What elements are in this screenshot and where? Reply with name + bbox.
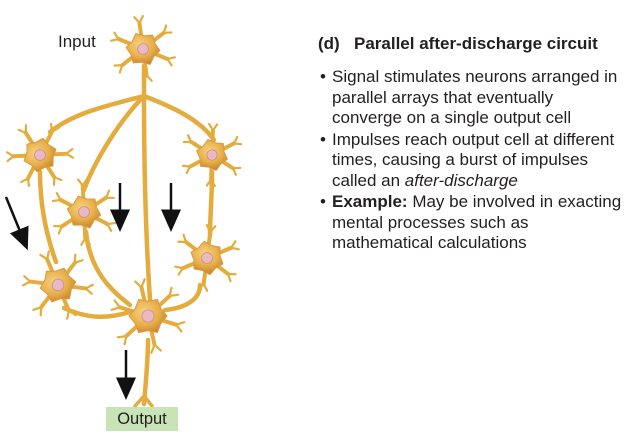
output-label: Output [106, 407, 178, 431]
bullet-list: • Signal stimulates neurons arranged in p… [318, 67, 626, 254]
bullet-dot-icon: • [320, 192, 326, 213]
bullet-dot-icon: • [320, 67, 326, 88]
input-label: Input [58, 32, 96, 52]
bullet-text: Example: [332, 192, 408, 211]
bullet-text: Signal stimulates neurons arranged in pa… [332, 67, 617, 127]
panel-heading: (d) Parallel after-discharge circuit [318, 34, 626, 54]
arrow-left [6, 197, 24, 241]
bullet-item: • Signal stimulates neurons arranged in p… [320, 67, 626, 129]
description-panel: (d) Parallel after-discharge circuit • Si… [318, 34, 626, 255]
neuron-right-top [174, 117, 249, 193]
axon-to-right-top [144, 96, 214, 140]
circuit-diagram [0, 0, 305, 435]
panel-title: Parallel after-discharge circuit [354, 34, 626, 54]
bullet-item: •Impulses reach output cell at different… [320, 130, 626, 192]
panel-tag: (d) [318, 34, 354, 54]
bullet-item: •Example: May be involved in exacting me… [320, 192, 626, 254]
bullet-text: after-discharge [405, 171, 518, 190]
neuron-middle-left [46, 174, 121, 250]
bullet-dot-icon: • [320, 130, 326, 151]
neuron-right-bottom [165, 216, 249, 300]
axon-center [144, 96, 150, 300]
